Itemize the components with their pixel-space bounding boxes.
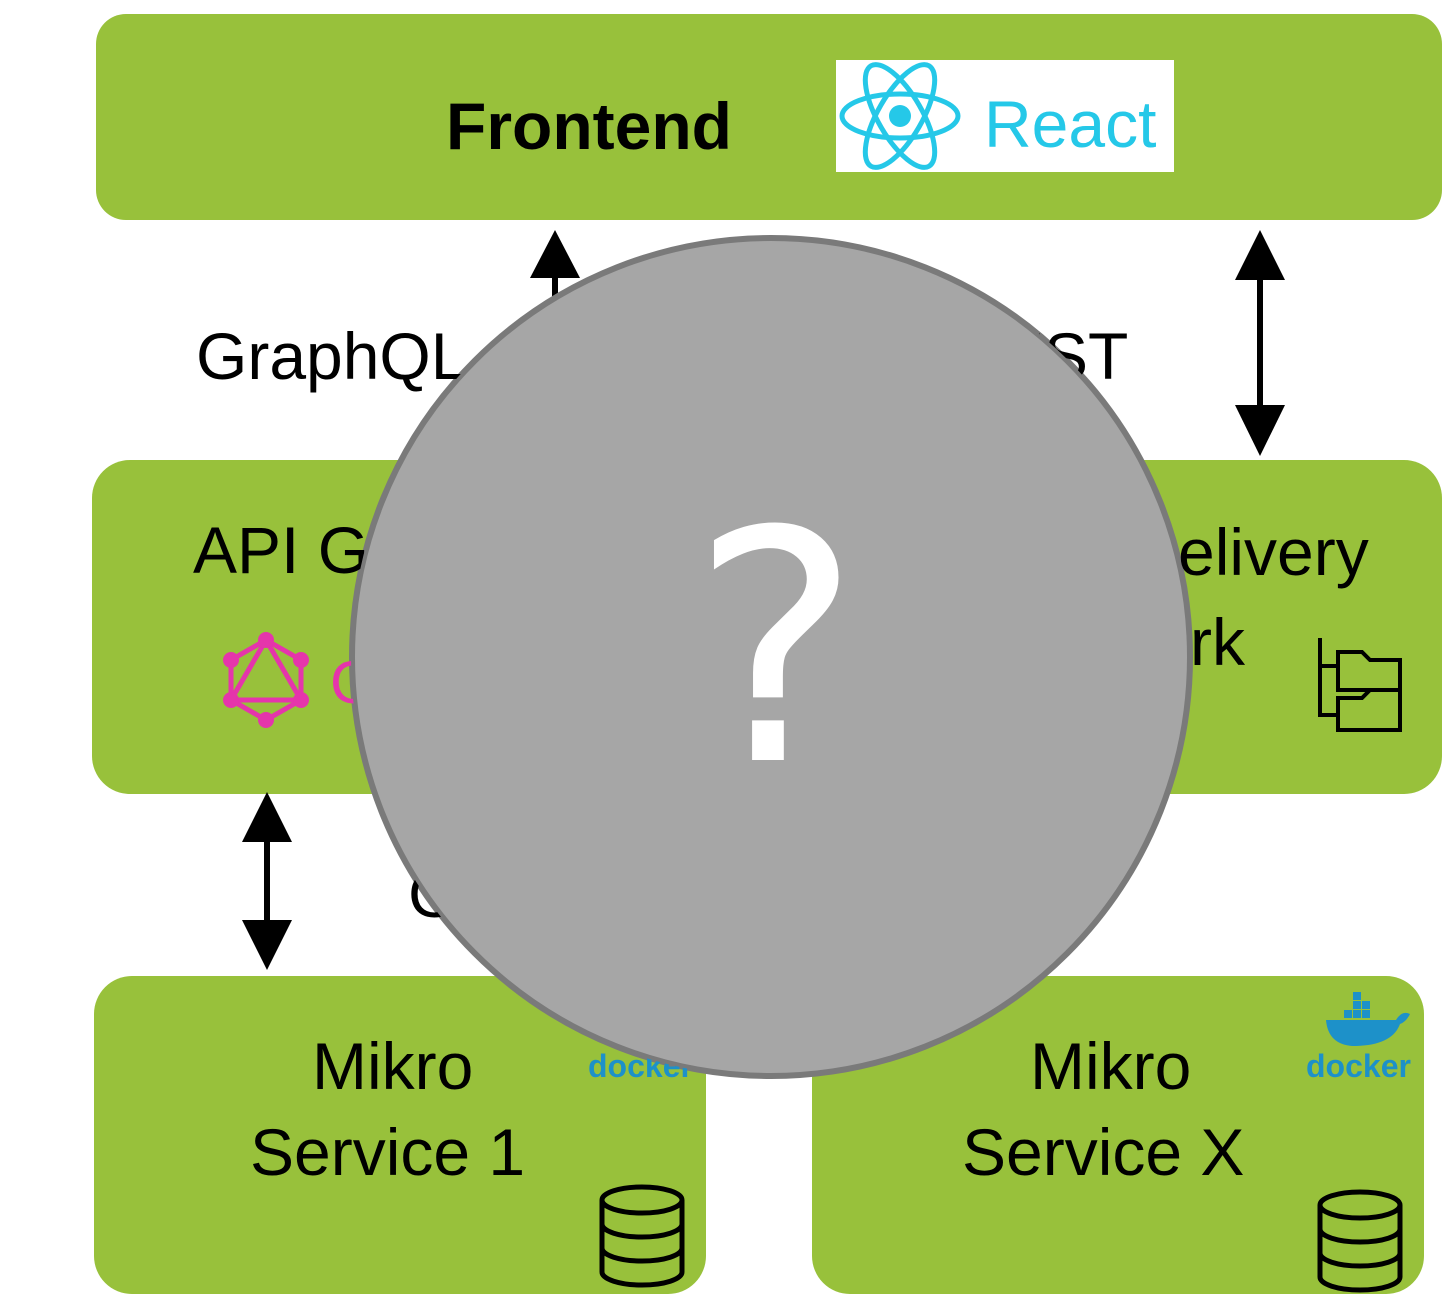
service-1-line2: Service 1 [250,1115,526,1189]
frontend-box [96,14,1442,220]
folder-tree-icon [1318,638,1402,732]
react-logo-text: React [984,87,1157,161]
graphql-label: GraphQL [196,319,468,393]
question-mark: ? [691,464,861,836]
api-gateway-title: API G [193,513,370,587]
service-arrow [242,792,292,970]
overlay-cover [351,237,1191,1077]
service-1-line1: Mikro [312,1029,474,1103]
content-delivery-line2: rk [1190,605,1245,679]
database-icon [602,1187,682,1285]
react-icon [839,62,961,170]
service-x-line2: Service X [962,1115,1245,1189]
rest-arrow [1235,230,1285,456]
docker-label: docker [1306,1048,1411,1084]
frontend-title: Frontend [446,89,732,163]
docker-icon [1326,992,1410,1046]
service-x-line1: Mikro [1030,1029,1192,1103]
content-delivery-line1: elivery [1178,515,1369,589]
database-icon [1320,1192,1400,1290]
graphql-icon [223,632,309,728]
